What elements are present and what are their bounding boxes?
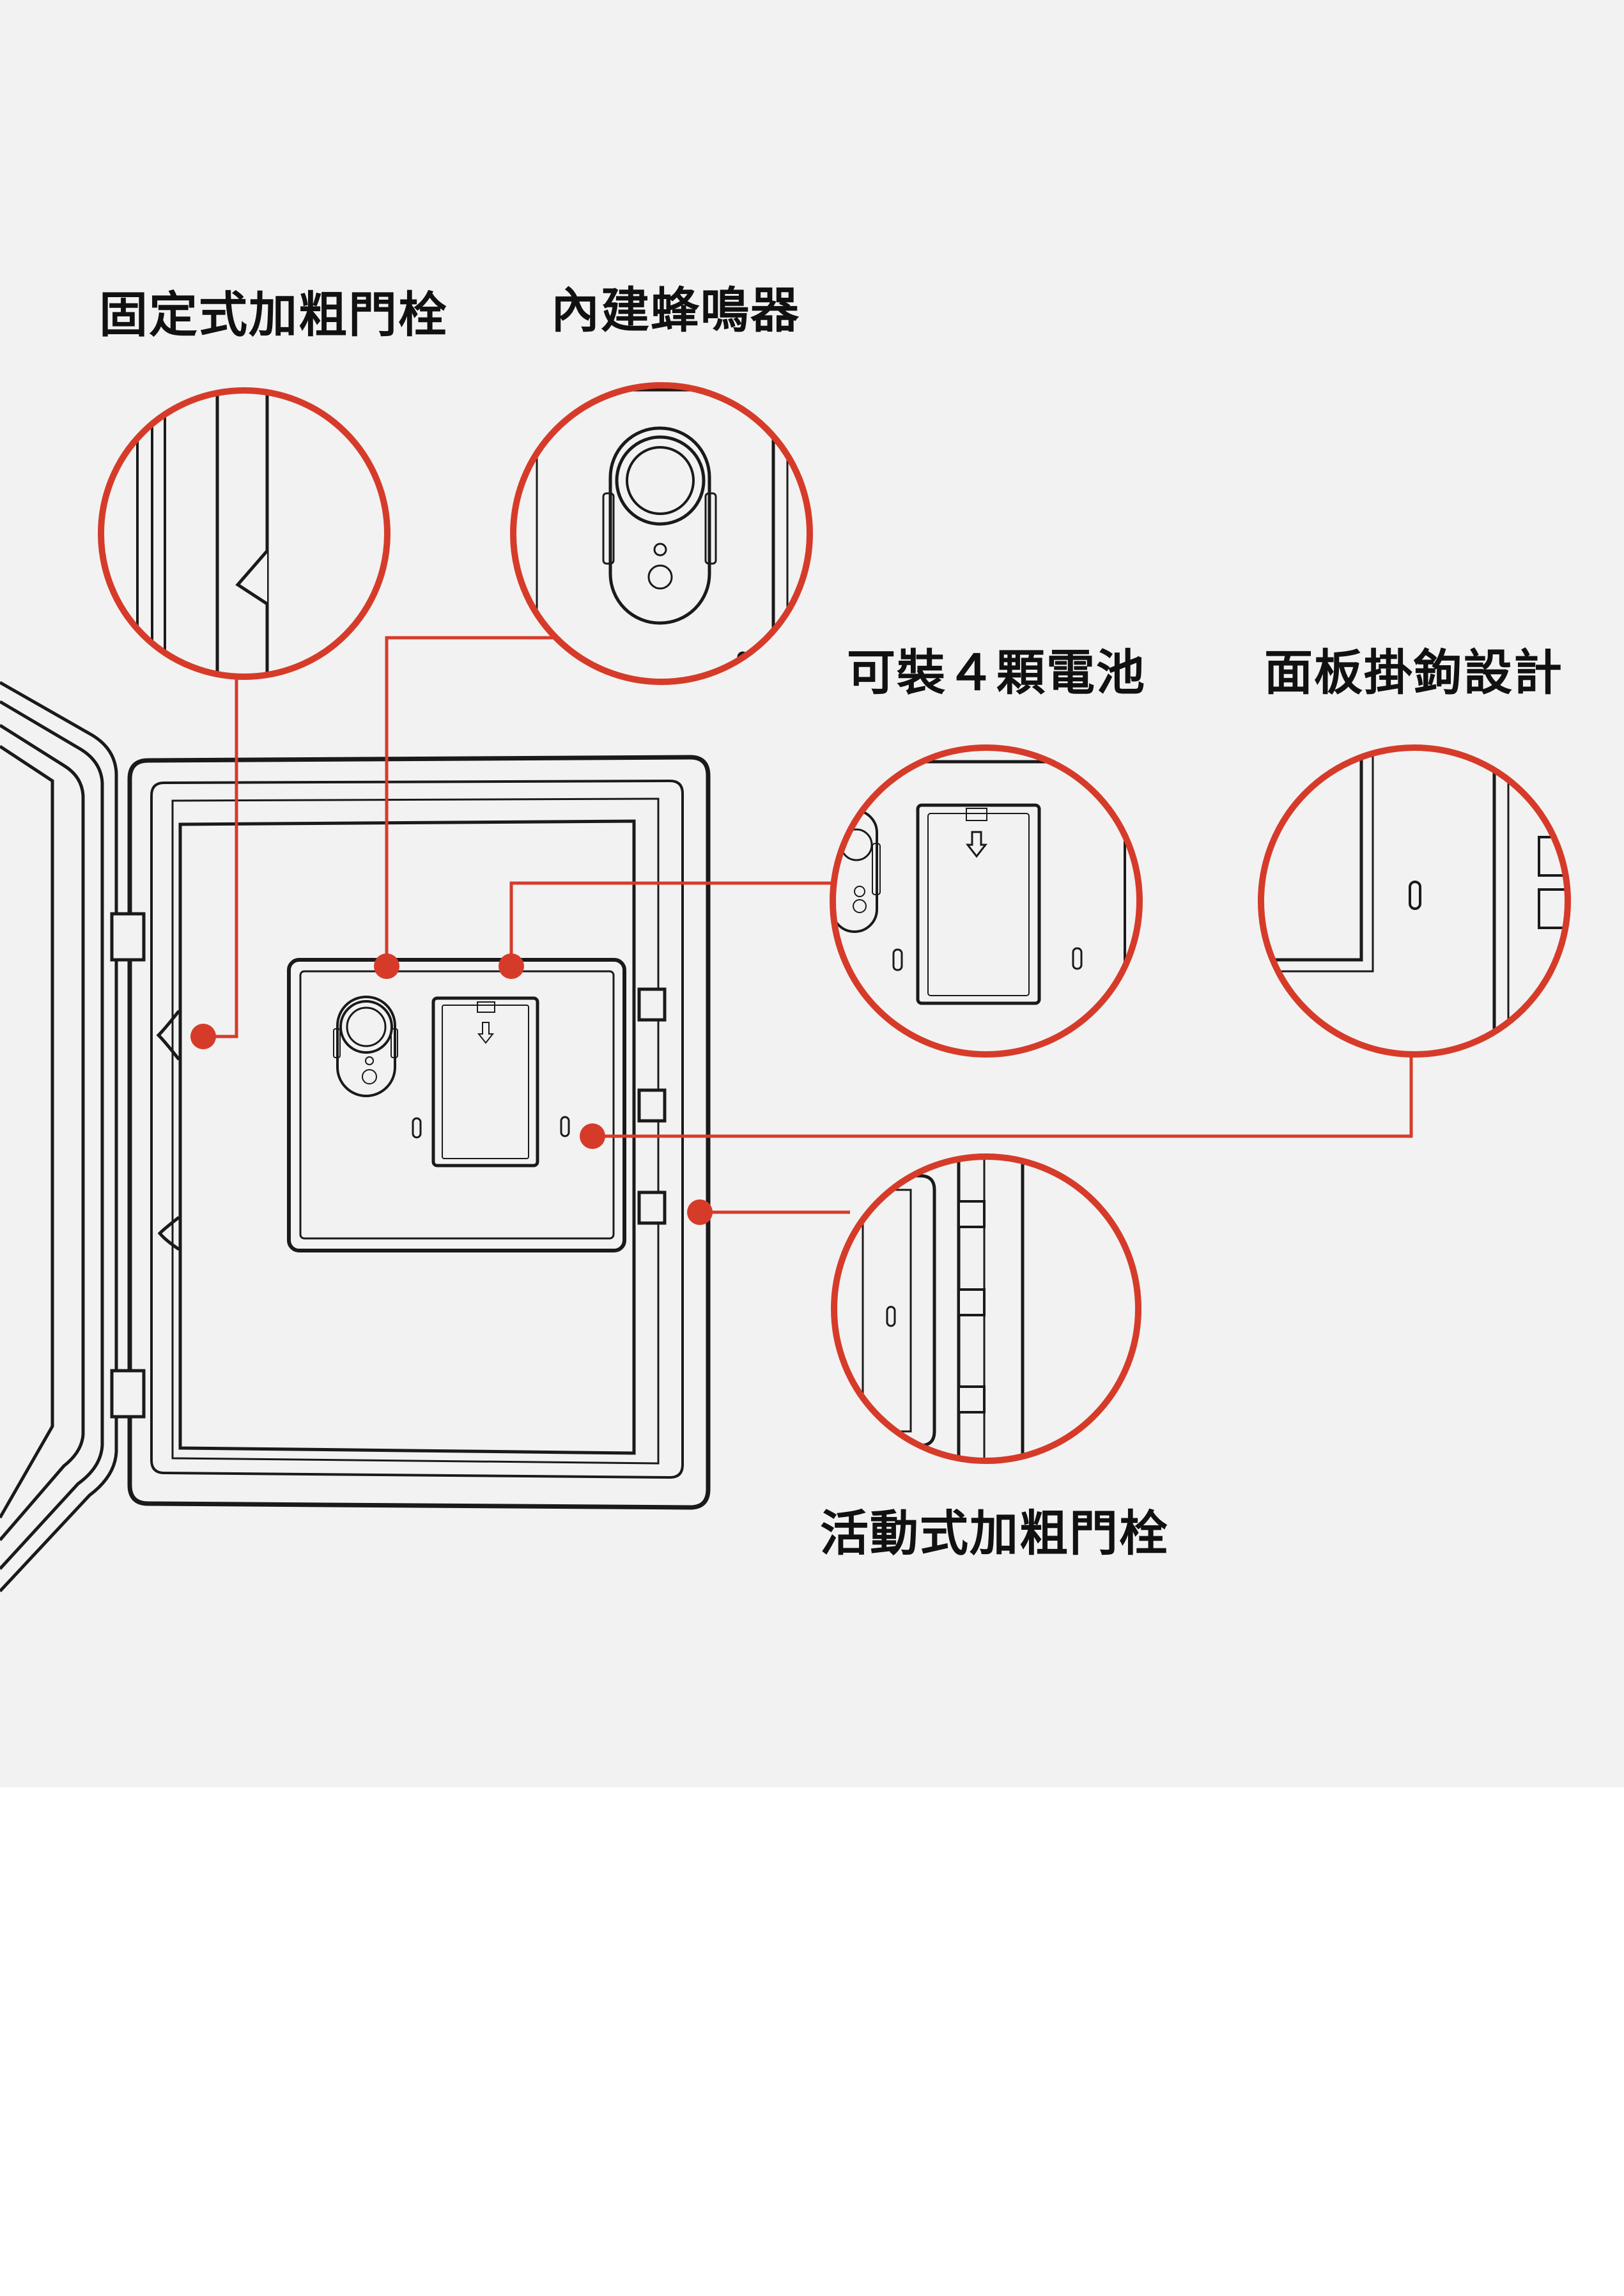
callout-leaders [203,636,1413,1214]
zoom-live-bolt [831,1153,1141,1464]
control-panel [287,958,626,1252]
label-buzzer: 內建蜂鳴器 [551,282,800,339]
zoom-buzzer [510,382,813,685]
dot-hook [580,1123,605,1149]
callout-dots [190,953,713,1225]
dot-fixed-bolt [190,1024,216,1049]
label-live-bolt: 活動式加粗門栓 [820,1505,1169,1562]
dot-battery [499,953,524,979]
safe-door-diagram [0,382,1571,1592]
label-hook: 面板掛鉤設計 [1264,644,1563,701]
zoom-fixed-bolt [98,387,391,680]
safe-body [110,755,711,1510]
label-battery: 可裝４顆電池 [847,644,1146,701]
label-fixed-bolt: 固定式加粗門栓 [99,286,448,343]
dot-buzzer [374,953,399,979]
open-door-leaf [0,681,118,1592]
dot-live-bolt [687,1199,713,1225]
zoom-battery [830,744,1143,1058]
zoom-hook [1258,744,1571,1058]
